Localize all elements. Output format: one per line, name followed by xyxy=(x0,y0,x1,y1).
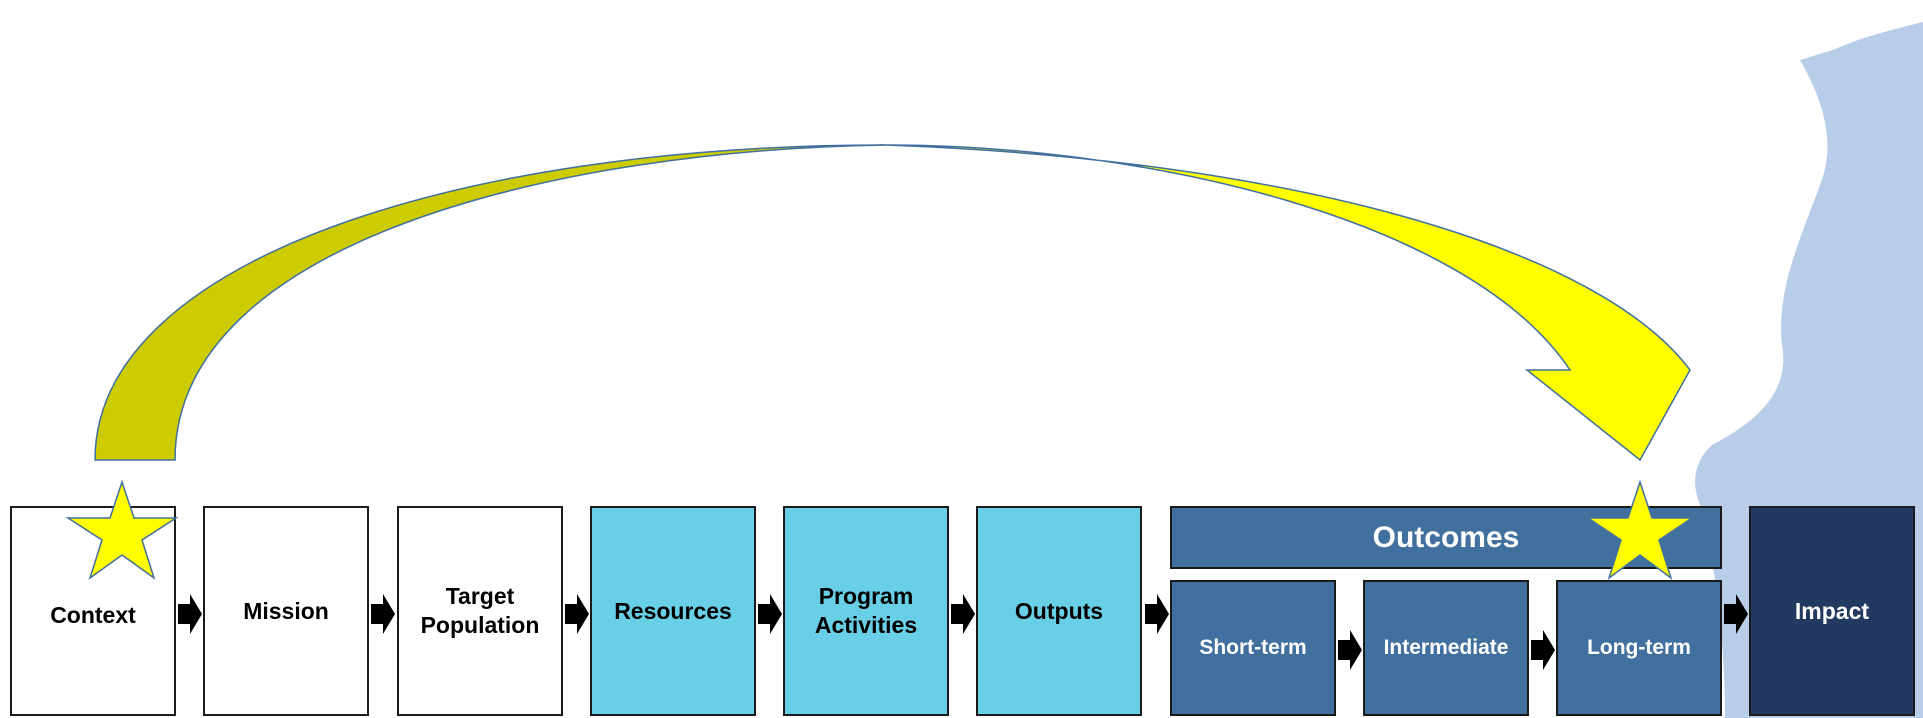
context-label: Context xyxy=(50,602,136,628)
intermediate-label: Intermediate xyxy=(1383,635,1509,659)
right-arrow-icon xyxy=(565,594,589,634)
short-term-box: Short-term xyxy=(1170,580,1336,716)
short-term-label: Short-term xyxy=(1199,635,1307,659)
program-activities-label: Program Activities xyxy=(814,583,918,638)
long-term-label: Long-term xyxy=(1587,635,1691,659)
program-activities-box: Program Activities xyxy=(783,506,949,716)
mission-label: Mission xyxy=(243,597,329,624)
outcomes-header: Outcomes xyxy=(1170,506,1722,569)
right-arrow-icon xyxy=(1724,594,1748,634)
mission-box: Mission xyxy=(203,506,369,716)
intermediate-box: Intermediate xyxy=(1363,580,1529,716)
right-arrow-icon xyxy=(1531,630,1555,670)
long-term-box: Long-term xyxy=(1556,580,1722,716)
outputs-label: Outputs xyxy=(1014,597,1104,624)
resources-label: Resources xyxy=(614,597,732,624)
right-arrow-icon xyxy=(951,594,975,634)
outcomes-header-label: Outcomes xyxy=(1372,520,1520,554)
right-arrow-icon xyxy=(1338,630,1362,670)
impact-box: Impact xyxy=(1749,506,1915,716)
right-arrow-icon xyxy=(758,594,782,634)
impact-label: Impact xyxy=(1794,597,1870,624)
target-population-box: Target Population xyxy=(397,506,563,716)
outputs-box: Outputs xyxy=(976,506,1142,716)
curved-arrow-light-half xyxy=(884,144,1691,462)
curved-arrow-dark-half xyxy=(94,144,886,461)
context-box: Context xyxy=(10,506,176,716)
right-arrow-icon xyxy=(178,594,202,634)
resources-box: Resources xyxy=(590,506,756,716)
right-arrow-icon xyxy=(1145,594,1169,634)
target-population-label: Target Population xyxy=(420,583,540,638)
right-arrow-icon xyxy=(371,594,395,634)
